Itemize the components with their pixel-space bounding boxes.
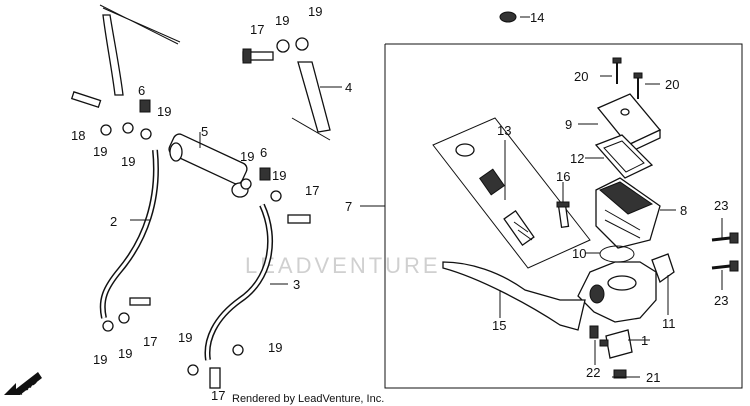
label-part-13: 13: [497, 123, 511, 138]
cap-14: [499, 11, 517, 23]
brake-hose-2: [99, 149, 159, 319]
bolt-18: [70, 91, 102, 108]
label-part-23b: 23: [714, 293, 728, 308]
upper-hose: [102, 14, 124, 96]
o-ring: [599, 245, 635, 263]
label-part-17b: 17: [305, 183, 319, 198]
label-part-20b: 20: [665, 77, 679, 92]
master-cylinder-body: [577, 253, 675, 323]
screw-22: [589, 325, 599, 339]
screw-20b: [633, 72, 643, 99]
brake-hose-3: [204, 203, 274, 361]
label-part-6b: 6: [260, 145, 267, 160]
screw-23b: [711, 260, 739, 272]
brake-hose-4: [291, 61, 331, 141]
bolt-17-mid: [287, 214, 311, 224]
label-part-19c: 19: [157, 104, 171, 119]
assembly-7-box: [384, 43, 743, 389]
watermark-text: LEADVENTURE: [245, 253, 441, 278]
label-part-11: 11: [662, 316, 676, 331]
label-part-23a: 23: [714, 198, 728, 213]
bolt-17-top: [242, 48, 274, 64]
washers: [100, 37, 309, 376]
fwd-arrow: FWD: [4, 372, 42, 398]
brake-switch: [599, 329, 633, 359]
piston-kit-box: [432, 117, 591, 269]
reservoir-cap: [596, 93, 662, 155]
label-part-14: 14: [530, 10, 544, 25]
label-part-2: 2: [110, 214, 117, 229]
label-part-19j: 19: [178, 330, 192, 345]
brake-lever: [442, 261, 586, 331]
footer-credit: Rendered by LeadVenture, Inc.: [232, 393, 384, 405]
label-part-21: 21: [646, 370, 660, 385]
label-part-5: 5: [201, 124, 208, 139]
label-part-19a: 19: [275, 13, 289, 28]
label-part-17c: 17: [143, 334, 157, 349]
label-part-20a: 20: [574, 69, 588, 84]
label-part-4: 4: [345, 80, 352, 95]
label-part-10: 10: [572, 246, 586, 261]
label-part-19h: 19: [93, 352, 107, 367]
three-way-joint: [168, 133, 249, 198]
label-part-15: 15: [492, 318, 506, 333]
label-part-22: 22: [586, 365, 600, 380]
label-part-3: 3: [293, 277, 300, 292]
label-part-19k: 19: [268, 340, 282, 355]
label-part-19g: 19: [272, 168, 286, 183]
label-part-17a: 17: [250, 22, 264, 37]
bolt-17-bottom: [209, 367, 221, 389]
nut-6a: [139, 99, 151, 113]
screw-21: [613, 369, 627, 379]
screw-16: [556, 201, 570, 229]
diaphragm-plate: [594, 134, 654, 179]
label-part-6a: 6: [138, 83, 145, 98]
label-part-7: 7: [345, 199, 352, 214]
label-part-19f: 19: [240, 149, 254, 164]
label-part-18: 18: [71, 128, 85, 143]
reservoir-body: [595, 177, 661, 249]
label-part-19d: 19: [93, 144, 107, 159]
label-part-9: 9: [565, 117, 572, 132]
bolt-17-low: [129, 297, 151, 306]
leader-lines: [130, 16, 723, 378]
label-part-19e: 19: [121, 154, 135, 169]
label-part-12: 12: [570, 151, 584, 166]
label-part-8: 8: [680, 203, 687, 218]
label-part-1: 1: [641, 333, 648, 348]
nut-6b: [259, 167, 271, 181]
label-part-19i: 19: [118, 346, 132, 361]
piston-kit-parts: [455, 143, 535, 247]
label-part-16: 16: [556, 169, 570, 184]
label-part-17d: 17: [211, 388, 225, 403]
screw-23a: [711, 232, 739, 244]
part-labels: 1 2 3 4 5 6 6 7 8 9 10 11 12 13 14 15 16…: [71, 4, 728, 403]
screw-20a: [612, 57, 622, 84]
label-part-19b: 19: [308, 4, 322, 19]
